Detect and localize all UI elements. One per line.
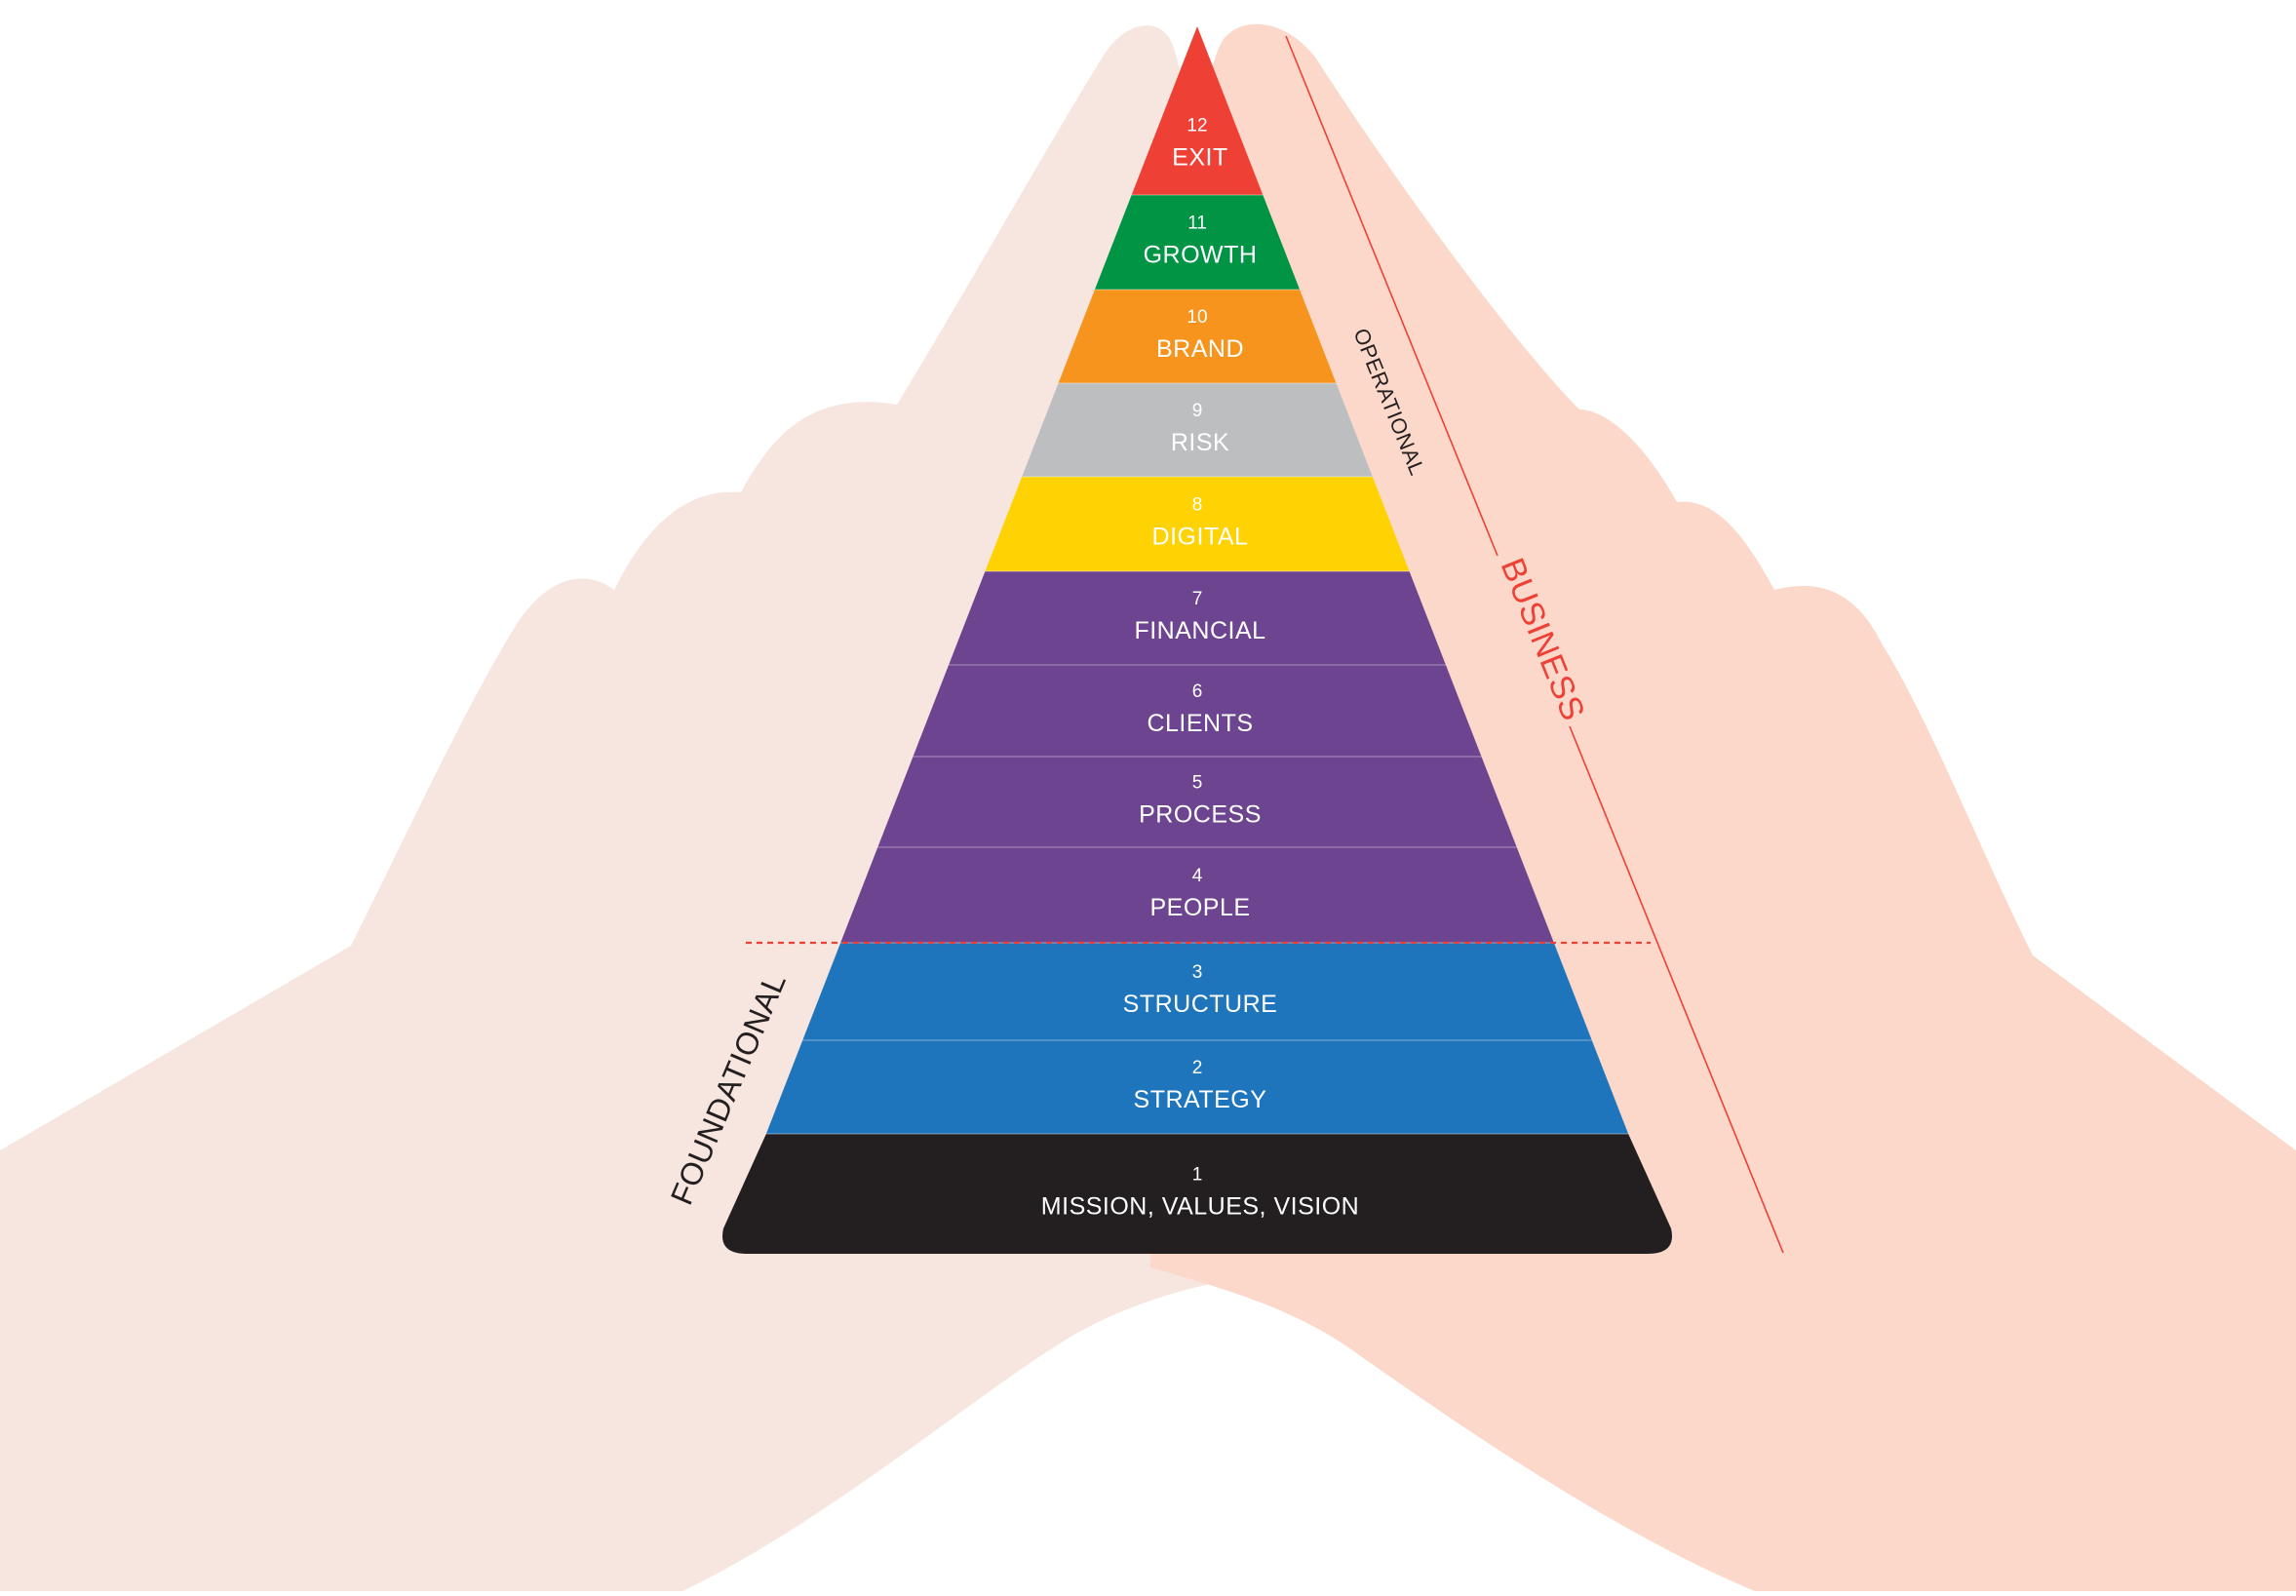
layer-name: PEOPLE (1149, 894, 1250, 921)
layer-shape (1094, 195, 1301, 290)
layer-name: FINANCIAL (1134, 617, 1265, 644)
layer-number: 12 (1187, 116, 1207, 136)
layer-shape (802, 943, 1592, 1040)
layer-name: STRATEGY (1134, 1086, 1267, 1113)
layer-shape (840, 847, 1554, 943)
layer-shape (722, 1134, 1672, 1254)
layer-shape (949, 571, 1446, 665)
layer-shape (765, 1040, 1629, 1134)
layer-name: STRUCTURE (1123, 991, 1278, 1018)
layer-number: 10 (1187, 307, 1207, 328)
layer-shape (1022, 383, 1373, 477)
business-outline-lower (1569, 725, 1784, 1254)
layer-number: 1 (1192, 1165, 1203, 1186)
layer-number: 9 (1192, 401, 1203, 421)
layer-shape (1058, 290, 1337, 383)
layer-number: 4 (1192, 866, 1203, 886)
layer-name: PROCESS (1139, 801, 1262, 829)
layer-name: GROWTH (1144, 242, 1258, 269)
layer-number: 6 (1192, 681, 1203, 702)
layer-name: MISSION, VALUES, VISION (1041, 1193, 1359, 1221)
layer-shape (877, 757, 1517, 847)
layer-name: DIGITAL (1152, 524, 1249, 551)
layer-name: CLIENTS (1147, 710, 1253, 737)
business-outline-upper (1285, 35, 1498, 557)
layer-number: 7 (1192, 589, 1203, 609)
layer-name: RISK (1171, 429, 1229, 456)
layer-shape (1131, 26, 1264, 195)
layer-number: 3 (1192, 962, 1203, 983)
pyramid-layers: 12EXIT11GROWTH10BRAND9RISK8DIGITAL7FINAN… (722, 26, 1672, 1254)
layer-number: 5 (1192, 773, 1203, 794)
layer-name: BRAND (1156, 335, 1244, 363)
layer-number: 11 (1187, 214, 1207, 234)
layer-number: 8 (1192, 495, 1203, 516)
layer-shape (985, 477, 1410, 571)
layer-name: EXIT (1172, 144, 1228, 172)
layer-number: 2 (1192, 1058, 1203, 1078)
layer-shape (913, 665, 1482, 757)
